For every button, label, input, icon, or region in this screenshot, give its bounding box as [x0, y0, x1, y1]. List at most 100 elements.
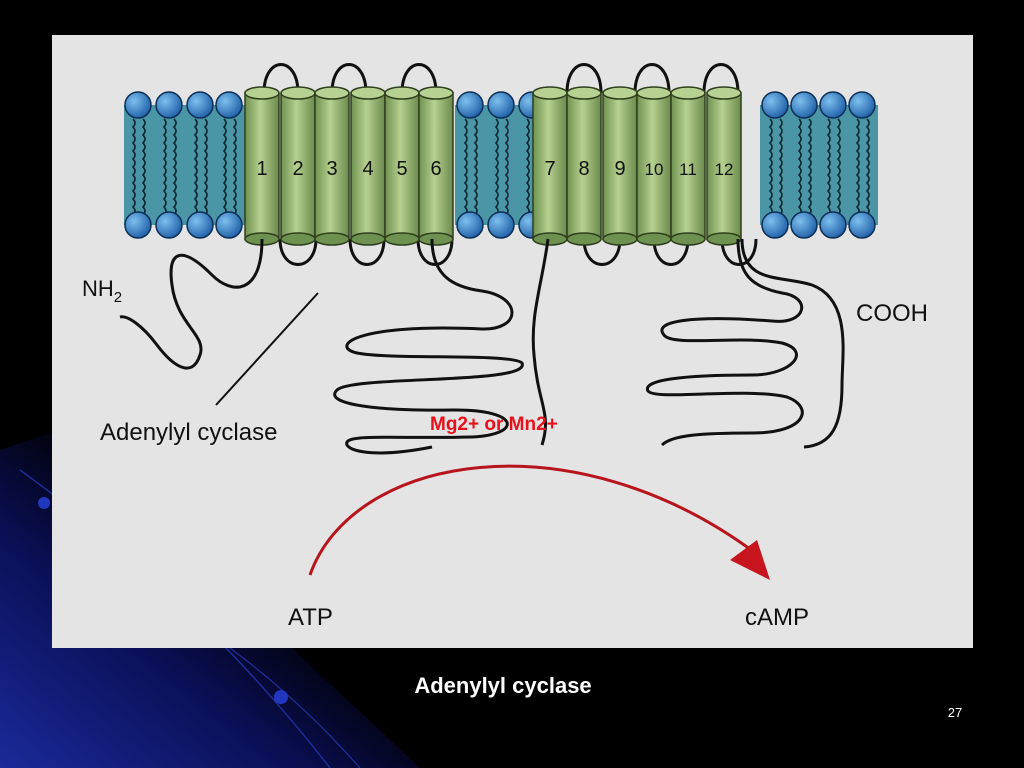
lipid-tail — [141, 118, 146, 216]
helix-label: 6 — [430, 158, 441, 180]
enzyme-pointer-line — [215, 292, 319, 406]
lipid-tail — [525, 118, 530, 216]
lipid-head — [456, 211, 484, 239]
helix-cap — [706, 232, 742, 246]
helix-cap — [350, 86, 386, 100]
product-label: cAMP — [745, 604, 809, 631]
lipid-tail — [504, 118, 509, 216]
helix-cap — [670, 232, 706, 246]
helix-cap — [384, 232, 420, 246]
helix-label: 5 — [396, 158, 407, 180]
helix-body — [566, 92, 602, 240]
extracellular-loops — [262, 63, 740, 94]
helix-4: 4 — [350, 86, 386, 246]
lipid-head — [487, 211, 515, 239]
helix-cap — [384, 86, 420, 100]
helix-body — [418, 92, 454, 240]
substrate-label: ATP — [288, 604, 333, 631]
helix-8: 8 — [566, 86, 602, 246]
helix-label: 11 — [679, 160, 697, 179]
lipid-tail — [203, 118, 208, 216]
lipid-head — [848, 211, 876, 239]
cytoplasmic-domain-2 — [645, 238, 804, 447]
helix-label: 7 — [544, 158, 555, 180]
helix-10: 10 — [636, 86, 672, 246]
helix-3: 3 — [314, 86, 350, 246]
lipid-head — [456, 91, 484, 119]
helix-cap — [418, 232, 454, 246]
helix-cap — [566, 232, 602, 246]
lipid-head — [790, 211, 818, 239]
lipid-head — [215, 91, 243, 119]
n-terminal-tail — [119, 238, 264, 370]
lipid-tail — [797, 118, 802, 216]
helix-body — [384, 92, 420, 240]
helix-cap — [670, 86, 706, 100]
helix-cap — [532, 232, 568, 246]
helix-5: 5 — [384, 86, 420, 246]
helix-cap — [280, 232, 316, 246]
lipid-tail — [836, 118, 841, 216]
lipid-head — [487, 91, 515, 119]
helix-label: 12 — [715, 160, 734, 179]
helix-cap — [636, 232, 672, 246]
lipid-tail — [778, 118, 783, 216]
helix-cap — [244, 86, 280, 100]
lipid-head — [819, 211, 847, 239]
lipid-tail — [193, 118, 198, 216]
helix-cap — [706, 86, 742, 100]
helix-cap — [602, 86, 638, 100]
lipid-tail — [463, 118, 468, 216]
lipid-tail — [855, 118, 860, 216]
lipid-tail — [172, 118, 177, 216]
lipid-tail — [232, 118, 237, 216]
lipid-tail — [494, 118, 499, 216]
lipid-head — [819, 91, 847, 119]
helix-body — [602, 92, 638, 240]
c-terminus-label: COOH — [856, 300, 928, 327]
helix-label: 8 — [578, 158, 589, 180]
helix-label: 2 — [292, 158, 303, 180]
helix-2: 2 — [280, 86, 316, 246]
helix-cap — [418, 86, 454, 100]
lipid-head — [761, 211, 789, 239]
helix-label: 10 — [645, 160, 664, 179]
helix-12: 12 — [706, 86, 742, 246]
helix-cap — [636, 86, 672, 100]
lipid-head — [848, 91, 876, 119]
helix-label: 1 — [256, 158, 267, 180]
helix-cap — [314, 86, 350, 100]
helix-body — [706, 92, 742, 240]
linker-loop — [531, 238, 550, 446]
cofactor-label: Mg2+ or Mn2+ — [430, 414, 558, 435]
helix-cap — [280, 86, 316, 100]
helix-cap — [314, 232, 350, 246]
lipid-tail — [865, 118, 870, 216]
lipid-tail — [826, 118, 831, 216]
lipid-tail — [807, 118, 812, 216]
lipid-tail — [131, 118, 136, 216]
helix-1: 1 — [244, 86, 280, 246]
membrane-segment-right — [760, 105, 878, 225]
cytoplasmic-domain-1 — [333, 238, 524, 455]
intracellular-short-loops — [278, 238, 758, 266]
lipid-head — [155, 211, 183, 239]
helix-11: 11 — [670, 86, 706, 246]
lipid-head — [186, 91, 214, 119]
helix-body — [244, 92, 280, 240]
lipid-head — [124, 91, 152, 119]
lipid-tail — [473, 118, 478, 216]
lipid-head — [215, 211, 243, 239]
lipid-head — [124, 211, 152, 239]
page-number: 27 — [947, 705, 963, 720]
lipid-tail — [222, 118, 227, 216]
n-terminus-label: NH2 — [82, 276, 122, 306]
helix-label: 4 — [362, 158, 373, 180]
helix-label: 9 — [614, 158, 625, 180]
helix-7: 7 — [532, 86, 568, 246]
helix-cap — [350, 232, 386, 246]
helix-cap — [566, 86, 602, 100]
enzyme-label: Adenylyl cyclase — [100, 419, 277, 446]
